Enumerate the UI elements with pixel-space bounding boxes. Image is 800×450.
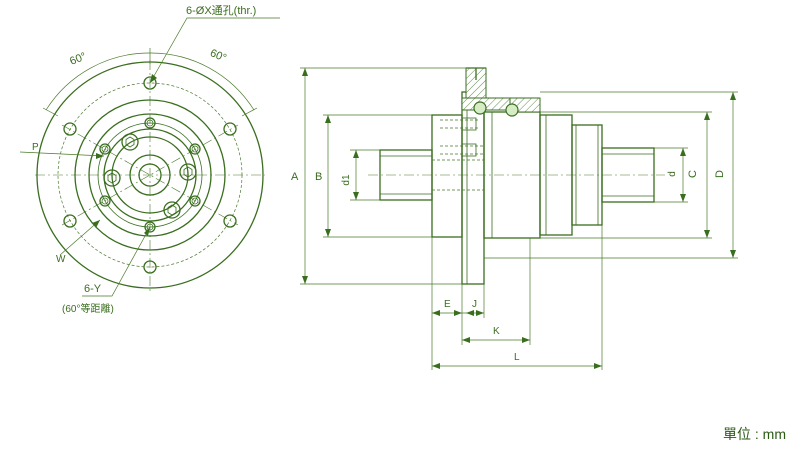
dim-a-label: A bbox=[291, 171, 299, 183]
side-view bbox=[368, 67, 665, 285]
equal-spacing-label: (60°等距離) bbox=[62, 302, 114, 315]
angle-left-label: 60° bbox=[68, 50, 88, 67]
dim-d1-label: d1 bbox=[341, 174, 352, 186]
dim-c-label: C bbox=[687, 170, 699, 178]
y-label: 6-Y bbox=[84, 283, 102, 295]
socket-screws bbox=[103, 133, 197, 219]
front-view bbox=[19, 17, 280, 297]
holes-label: 6-ØX通孔(thr.) bbox=[186, 4, 256, 17]
unit-label: 單位 : mm bbox=[723, 426, 786, 442]
side-dimensions bbox=[300, 67, 738, 370]
dim-b-label: B bbox=[315, 171, 322, 183]
dim-d-label: d bbox=[667, 171, 678, 177]
dim-e-label: E bbox=[444, 299, 451, 310]
dim-k-label: K bbox=[493, 326, 500, 337]
angle-right-label: 60° bbox=[208, 47, 228, 64]
dim-l-label: L bbox=[514, 352, 520, 363]
dim-j-label: J bbox=[472, 299, 477, 310]
flange-holes bbox=[63, 76, 237, 274]
tapped-holes bbox=[99, 117, 201, 233]
w-label: W bbox=[56, 254, 66, 265]
p-label: P bbox=[32, 142, 39, 153]
dim-dd-label: D bbox=[714, 170, 726, 178]
